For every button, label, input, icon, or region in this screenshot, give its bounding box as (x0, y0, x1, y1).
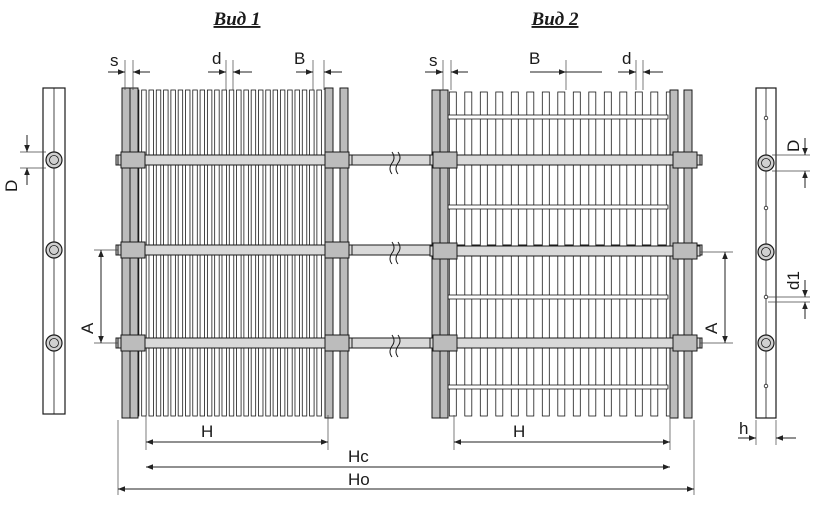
rod-end-icon (757, 334, 775, 352)
view1-grate (117, 87, 353, 419)
dim-label-d-view1: d (212, 49, 221, 68)
view2-grate (429, 89, 701, 419)
rod-end-icon (757, 243, 775, 261)
dim-label-A-view2: A (702, 322, 721, 334)
rod-end-icon (45, 151, 63, 169)
dim-label-D-right: D (784, 140, 803, 152)
rod-end-icon (45, 334, 63, 352)
rod-end-icon (757, 154, 775, 172)
dim-label-d-view2: d (622, 49, 631, 68)
cross-wire (447, 294, 669, 300)
dim-label-H-view2: H (513, 422, 525, 441)
dim-label-s-view1: s (110, 51, 119, 70)
dim-label-B-view1: B (294, 49, 305, 68)
view2-title: Вид 2 (531, 9, 579, 30)
view2-dimensions: s B d A H (425, 49, 733, 450)
rod-segment (429, 337, 701, 349)
clamp-block (120, 334, 146, 352)
dim-label-s-view2: s (429, 51, 438, 70)
clamp-block (672, 151, 698, 169)
dim-label-h: h (739, 419, 748, 438)
dim-label-Ho: Ho (348, 470, 370, 489)
rod-end-icon (45, 241, 63, 259)
dim-label-H-view1: H (201, 422, 213, 441)
cross-wire (447, 384, 669, 390)
dim-label-d1: d1 (784, 271, 803, 290)
overall-dimensions: Hc Ho (117, 420, 695, 495)
clamp-block (324, 151, 350, 169)
clamp-block (672, 242, 698, 260)
dim-label-D-left: D (2, 180, 21, 192)
cross-wire (447, 114, 669, 120)
dim-label-A-view1: A (78, 322, 97, 334)
right-side-profile: D d1 h (738, 87, 810, 445)
clamp-block (120, 151, 146, 169)
clamp-block (324, 241, 350, 259)
rod-segment (429, 154, 701, 166)
left-side-profile: D (2, 87, 66, 415)
dim-label-B-view2: B (529, 49, 540, 68)
clamp-block (324, 334, 350, 352)
cross-wire (447, 204, 669, 210)
clamp-block (120, 241, 146, 259)
clamp-block (432, 242, 458, 260)
clamp-block (672, 334, 698, 352)
rod-segment (117, 154, 353, 166)
rod-segment (117, 337, 353, 349)
rod-segment (117, 244, 353, 256)
rod-segment (429, 245, 701, 257)
dim-label-Hc: Hc (348, 447, 369, 466)
clamp-block (432, 151, 458, 169)
cross-rods (115, 151, 703, 358)
clamp-block (432, 334, 458, 352)
view1-dimensions: s d B A H (78, 49, 342, 450)
view1-title: Вид 1 (213, 9, 261, 30)
